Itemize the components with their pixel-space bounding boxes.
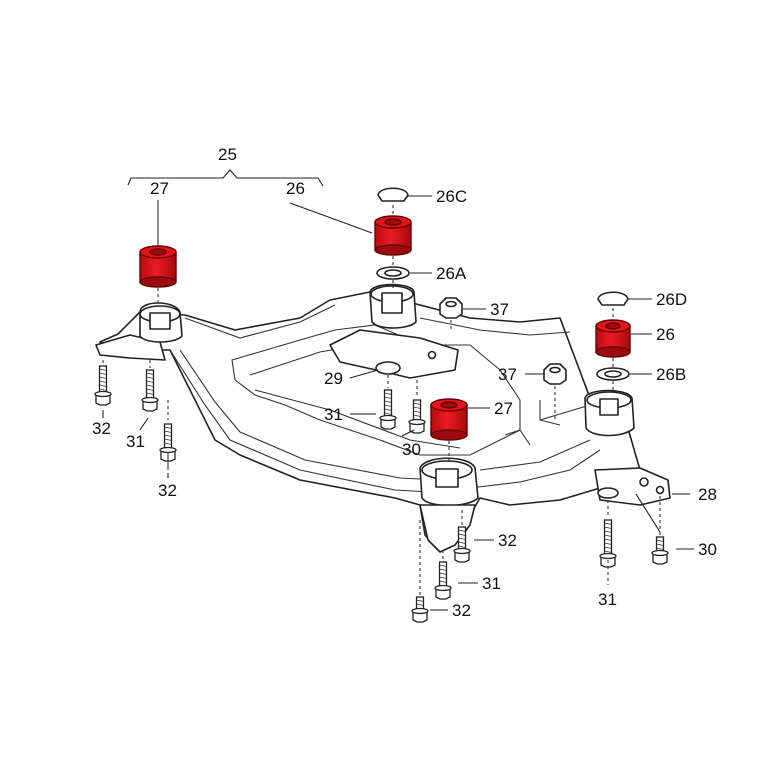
bolt-30-right[interactable] (651, 536, 669, 565)
label-31-left: 31 (126, 432, 145, 451)
bolt-32-bottom[interactable] (411, 596, 429, 623)
label-26B: 26B (656, 365, 686, 384)
bolt-31-left[interactable] (141, 369, 159, 412)
label-27-mid: 27 (494, 399, 513, 418)
subframe-inner-opening (231, 324, 521, 456)
label-29: 29 (324, 369, 343, 388)
label-30-center: 30 (402, 440, 421, 459)
label-32-mid: 32 (498, 531, 517, 550)
label-26D: 26D (656, 290, 687, 309)
nut-37-mid[interactable] (543, 363, 567, 385)
center-bracket (329, 329, 459, 379)
bushing-26-center[interactable] (374, 215, 412, 256)
label-31-bottom: 31 (482, 574, 501, 593)
label-26-right: 26 (656, 325, 675, 344)
bushing-26-right[interactable] (595, 319, 631, 358)
label-25: 25 (218, 145, 237, 164)
washer-26B[interactable] (596, 367, 630, 381)
bolt-32-mid[interactable] (453, 526, 471, 563)
cap-26C[interactable] (377, 187, 409, 202)
label-28: 28 (698, 485, 717, 504)
bushing-27-left[interactable] (139, 245, 177, 288)
label-27-group: 27 (150, 179, 169, 198)
bushing-27-center[interactable] (430, 398, 468, 441)
label-26A: 26A (436, 264, 467, 283)
subframe-outline (99, 291, 641, 553)
leader-lines (102, 169, 694, 611)
assembly-lines (102, 200, 661, 595)
label-26-group: 26 (286, 179, 305, 198)
label-32-left-top: 32 (92, 419, 111, 438)
bracket-25 (127, 169, 324, 187)
bolts (94, 365, 669, 623)
washer-26A[interactable] (376, 266, 410, 280)
label-32-bottom: 32 (452, 601, 471, 620)
center-lower-bracket (419, 504, 476, 553)
label-37-mid: 37 (498, 365, 517, 384)
bolt-32-left-top[interactable] (94, 365, 112, 406)
bolt-32-left-bottom[interactable] (159, 423, 177, 462)
nut-37-top[interactable] (439, 297, 463, 319)
label-31-center: 31 (324, 405, 343, 424)
cap-26D[interactable] (597, 291, 629, 306)
label-31-right: 31 (598, 590, 617, 609)
bolt-31-right[interactable] (599, 519, 617, 568)
bolt-31-bottom[interactable] (434, 561, 452, 600)
callout-labels: 25 27 26 26C 26A 37 26D 26 26B 37 29 27 … (92, 145, 717, 620)
subframe (95, 283, 671, 553)
label-37-top: 37 (490, 300, 509, 319)
label-32-left-bottom: 32 (158, 481, 177, 500)
label-30-right: 30 (698, 540, 717, 559)
bolt-30-center[interactable] (408, 399, 426, 434)
bolt-31-center[interactable] (379, 389, 397, 430)
label-26C: 26C (436, 187, 467, 206)
